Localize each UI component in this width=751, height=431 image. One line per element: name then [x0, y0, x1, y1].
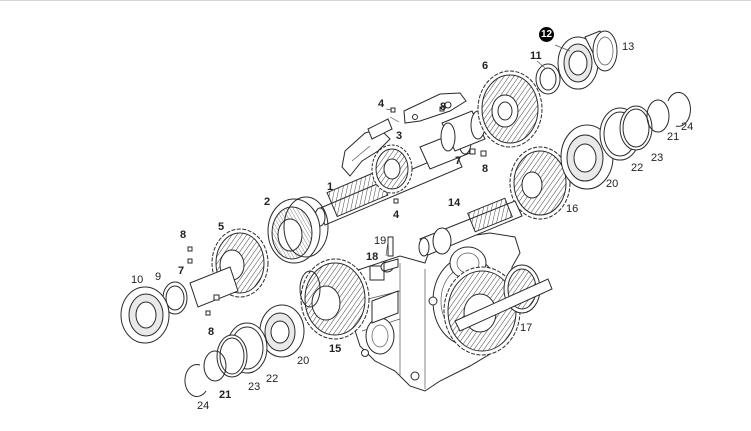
gear-15	[299, 258, 370, 340]
gear-5	[189, 228, 269, 308]
callout-part-7-lower[interactable]: 7	[178, 265, 185, 277]
callout-part-2[interactable]: 2	[264, 196, 271, 208]
callout-part-3[interactable]: 3	[396, 130, 403, 142]
callout-part-4-upper[interactable]: 4	[378, 98, 385, 110]
callout-part-13[interactable]: 13	[622, 41, 635, 53]
callout-part-8-b[interactable]: 8	[482, 163, 489, 175]
callout-part-16[interactable]: 16	[566, 203, 579, 215]
ring-23-right	[619, 105, 653, 151]
callout-part-22-right[interactable]: 22	[631, 162, 644, 174]
circlip-21-right	[646, 99, 670, 133]
bushing-upper	[440, 110, 486, 152]
callout-part-4-lower[interactable]: 4	[393, 209, 400, 221]
gear-16	[509, 146, 571, 220]
gear-6	[477, 70, 543, 148]
callout-part-12-highlighted[interactable]: 12	[539, 27, 554, 42]
shift-fork	[341, 118, 393, 177]
circlip-24-left	[184, 364, 207, 397]
pin-19	[387, 236, 394, 257]
callout-part-17[interactable]: 17	[520, 322, 533, 334]
circlip-24-right	[667, 91, 691, 127]
callout-part-20-right[interactable]: 20	[606, 178, 619, 190]
callout-part-19[interactable]: 19	[374, 235, 387, 247]
callout-part-21-left[interactable]: 21	[219, 389, 232, 401]
bearing-10	[120, 286, 170, 344]
callout-part-10[interactable]: 10	[131, 274, 144, 286]
callout-part-8-c[interactable]: 8	[180, 229, 187, 241]
callout-part-20-left[interactable]: 20	[297, 355, 310, 367]
callout-part-7-upper[interactable]: 7	[455, 155, 462, 167]
gear-17	[443, 264, 553, 356]
pinion-gear	[371, 144, 413, 194]
callout-part-1[interactable]: 1	[327, 181, 334, 193]
bearing-cup-13	[584, 30, 618, 72]
callout-part-6[interactable]: 6	[482, 60, 489, 72]
callout-part-11[interactable]: 11	[530, 50, 542, 62]
ring-23-left	[216, 334, 248, 378]
plug-18	[369, 258, 399, 281]
bearing-20-left	[259, 304, 305, 358]
callout-part-14[interactable]: 14	[448, 197, 461, 209]
small-pins-left	[187, 246, 220, 316]
callout-part-21-right[interactable]: 21	[667, 131, 680, 143]
leader-lines	[385, 44, 571, 257]
callout-part-18[interactable]: 18	[366, 251, 379, 263]
callout-part-24-left[interactable]: 24	[197, 400, 210, 412]
callout-part-23-right[interactable]: 23	[651, 152, 664, 164]
synchro-gear-2	[267, 196, 329, 264]
callout-part-23-left[interactable]: 23	[248, 381, 261, 393]
circlip-21-left	[203, 350, 227, 382]
callout-part-15[interactable]: 15	[329, 343, 342, 355]
callout-part-24-right[interactable]: 24	[681, 121, 694, 133]
countershaft	[418, 197, 523, 257]
callout-part-8-d[interactable]: 8	[208, 326, 215, 338]
bearing-20-right	[560, 124, 614, 190]
callout-part-9[interactable]: 9	[155, 271, 162, 283]
callout-part-5[interactable]: 5	[218, 221, 225, 233]
shift-plate	[403, 92, 467, 124]
callout-part-8-a[interactable]: 8	[440, 101, 447, 113]
spacer-ring-11	[535, 63, 561, 95]
callout-part-22-left[interactable]: 22	[266, 373, 279, 385]
